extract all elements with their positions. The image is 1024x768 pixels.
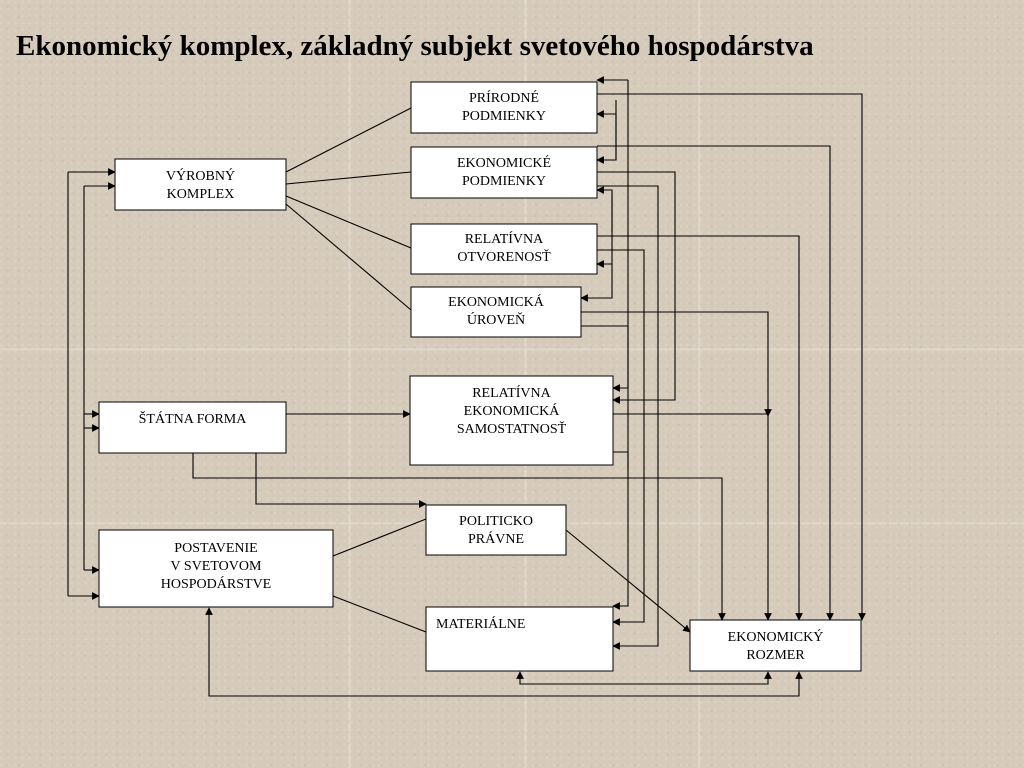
page-title: Ekonomický komplex, základný subjekt sve… bbox=[16, 30, 814, 62]
edge-sf-rozmer bbox=[192, 453, 726, 621]
edge-vk-prirodne bbox=[285, 107, 412, 173]
edge-fb-prirodne bbox=[612, 80, 629, 392]
node-relativna-samostatnost: RELATÍVNA EKONOMICKÁ SAMOSTATNOSŤ bbox=[409, 375, 614, 466]
edge-rozmer-postavenie bbox=[205, 607, 803, 697]
node-politicko-line1: POLITICKO bbox=[459, 514, 533, 529]
node-vyrobny-komplex-line1: VÝROBNÝ bbox=[166, 167, 235, 184]
edges bbox=[67, 76, 866, 697]
node-rozmer-line1: EKONOMICKÝ bbox=[728, 628, 824, 645]
node-postavenie-line1: POSTAVENIE bbox=[174, 541, 257, 556]
node-samostatnost-line1: RELATÍVNA bbox=[472, 384, 551, 401]
node-vyrobny-komplex: VÝROBNÝ KOMPLEX bbox=[114, 158, 287, 211]
node-relativna-otvorenost: RELATÍVNA OTVORENOSŤ bbox=[410, 223, 598, 275]
node-postavenie: POSTAVENIE V SVETOVOM HOSPODÁRSTVE bbox=[98, 529, 334, 608]
node-prirodne-podmienky: PRÍRODNÉ PODMIENKY bbox=[410, 81, 598, 134]
edge-rozmer-materialne bbox=[516, 671, 772, 685]
node-politicko-pravne: POLITICKO PRÁVNE bbox=[425, 504, 567, 556]
node-ekonomicky-rozmer: EKONOMICKÝ ROZMER bbox=[689, 619, 862, 672]
edge-ekonomicke-rozmer bbox=[597, 145, 834, 621]
edge-fb-otvorenost-up bbox=[596, 186, 613, 232]
edge-uroven-materialne bbox=[581, 325, 629, 610]
edge-vk-uroven bbox=[285, 203, 412, 311]
node-materialne: MATERIÁLNE bbox=[425, 606, 614, 672]
edge-ek-samostatnost bbox=[597, 171, 676, 404]
node-uroven-line1: EKONOMICKÁ bbox=[448, 293, 545, 310]
edge-fb-otvorenost bbox=[596, 196, 613, 268]
edge-fb-ekonomicke-up bbox=[596, 110, 617, 160]
node-statna-forma: ŠTÁTNA FORMA bbox=[98, 401, 287, 454]
edge-samost-materialne bbox=[613, 451, 629, 470]
node-materialne-line1: MATERIÁLNE bbox=[436, 615, 525, 632]
node-ekonomicka-uroven: EKONOMICKÁ ÚROVEŇ bbox=[410, 286, 582, 338]
edge-fb-ekonomicke bbox=[596, 100, 617, 164]
edge-post-materialne bbox=[332, 595, 427, 633]
edge-post-politicko bbox=[332, 518, 427, 557]
edge-prirodne-rozmer bbox=[597, 93, 866, 621]
node-prirodne-line1: PRÍRODNÉ bbox=[469, 89, 539, 106]
edge-otvorenost-rozmer bbox=[597, 235, 803, 621]
node-otvorenost-line2: OTVORENOSŤ bbox=[457, 248, 551, 265]
node-rozmer-line2: ROZMER bbox=[746, 648, 805, 663]
node-prirodne-line2: PODMIENKY bbox=[462, 109, 546, 124]
node-politicko-line2: PRÁVNE bbox=[468, 530, 524, 547]
node-postavenie-line2: V SVETOVOM bbox=[171, 559, 262, 574]
node-statna-forma-line1: ŠTÁTNA FORMA bbox=[139, 410, 248, 427]
node-samostatnost-line2: EKONOMICKÁ bbox=[464, 402, 561, 419]
node-postavenie-line3: HOSPODÁRSTVE bbox=[161, 575, 271, 592]
node-vyrobny-komplex-line2: KOMPLEX bbox=[167, 187, 235, 202]
node-ekonomicke-line1: EKONOMICKÉ bbox=[457, 154, 551, 171]
edge-sf-politicko bbox=[255, 453, 427, 508]
edge-fb-uroven bbox=[580, 264, 613, 302]
node-ekonomicke-podmienky: EKONOMICKÉ PODMIENKY bbox=[410, 146, 598, 199]
edge-vk-otvorenost bbox=[285, 195, 412, 249]
node-uroven-line2: ÚROVEŇ bbox=[467, 311, 525, 328]
node-samostatnost-line3: SAMOSTATNOSŤ bbox=[457, 420, 567, 437]
edge-vk-ekonomicke bbox=[285, 171, 412, 185]
node-ekonomicke-line2: PODMIENKY bbox=[462, 174, 546, 189]
node-otvorenost-line1: RELATÍVNA bbox=[465, 230, 544, 247]
edge-uroven-rozmer bbox=[581, 311, 772, 621]
